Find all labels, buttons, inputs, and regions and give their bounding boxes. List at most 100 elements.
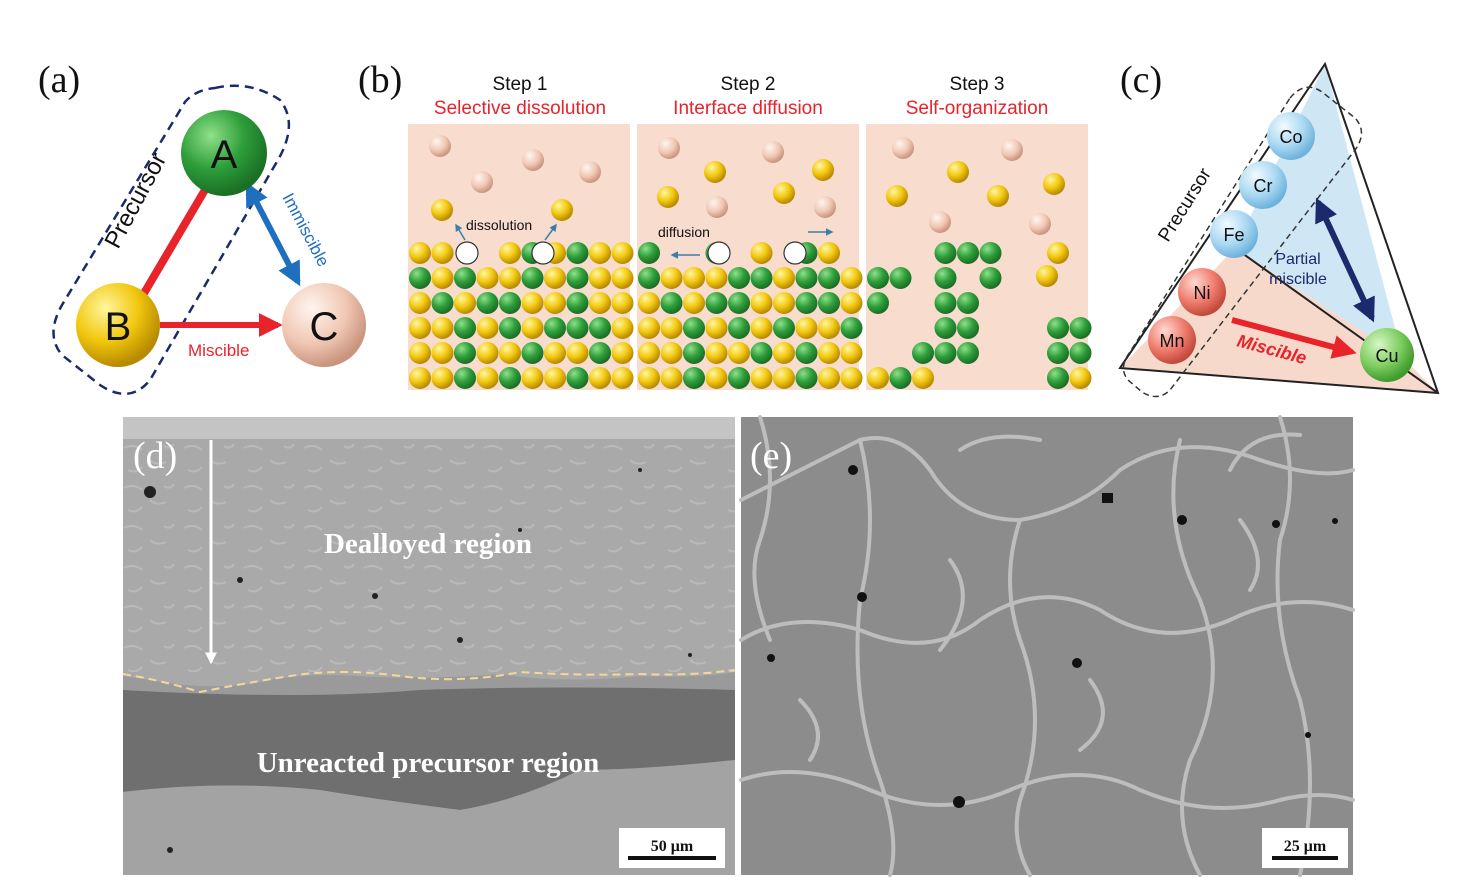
atom-yellow xyxy=(499,242,521,264)
atom-yellow xyxy=(660,267,683,289)
atom-pink xyxy=(814,196,836,218)
atom-yellow xyxy=(818,367,840,389)
atom-yellow xyxy=(409,292,431,314)
pore xyxy=(144,486,156,498)
element-ni xyxy=(1178,268,1226,316)
atom-green xyxy=(750,342,773,364)
pore xyxy=(167,847,173,853)
atom-yellow xyxy=(705,367,728,389)
atom-green xyxy=(934,292,957,314)
element-ni-label: Ni xyxy=(1194,283,1211,303)
atom-green xyxy=(476,292,499,314)
panel-e: (e) 25 μm xyxy=(739,415,1355,877)
bond-a-b xyxy=(136,175,216,303)
atom-pink xyxy=(471,171,493,193)
pore xyxy=(638,468,642,472)
atom-yellow xyxy=(1043,173,1065,195)
atom-yellow xyxy=(704,161,726,183)
dissolution-arrow xyxy=(544,223,557,241)
atom-yellow xyxy=(683,292,705,314)
diffusion-note: diffusion xyxy=(658,224,710,240)
atom-green xyxy=(957,242,979,264)
atom-pink xyxy=(522,149,544,171)
atom-green xyxy=(795,292,818,314)
atom-yellow xyxy=(476,317,499,339)
atom-yellow xyxy=(589,367,611,389)
atom-yellow xyxy=(409,317,431,339)
atom-green xyxy=(499,292,521,314)
atom-yellow xyxy=(476,267,499,289)
dissolution-note: dissolution xyxy=(466,217,532,233)
scale-label-d: 50 μm xyxy=(651,838,694,855)
immiscible-arrow xyxy=(245,181,301,287)
atom-yellow xyxy=(409,242,431,264)
atom-green xyxy=(566,292,589,314)
atom-yellow xyxy=(431,199,453,221)
element-fe xyxy=(1210,210,1258,258)
atom-yellow xyxy=(544,367,566,389)
atom-green xyxy=(660,292,683,314)
atom-green xyxy=(728,267,750,289)
unreacted-dark-band xyxy=(123,687,735,810)
atom-green xyxy=(544,317,566,339)
atom-green xyxy=(589,317,611,339)
atom-green xyxy=(867,292,889,314)
element-cu xyxy=(1360,328,1414,382)
atom-yellow xyxy=(773,342,795,364)
atom-green xyxy=(934,317,957,339)
element-mn-label: Mn xyxy=(1159,331,1184,351)
atom-green xyxy=(957,317,979,339)
atom-yellow xyxy=(611,242,634,264)
step3-subtitle: Self-organization xyxy=(906,98,1049,119)
atom-green xyxy=(934,242,957,264)
atom-green xyxy=(795,367,818,389)
atom-yellow xyxy=(521,367,544,389)
element-co xyxy=(1267,112,1315,160)
panel-b-label: (b) xyxy=(358,59,402,101)
pore xyxy=(372,593,378,599)
atom-pink xyxy=(1029,213,1051,235)
atom-green xyxy=(818,267,840,289)
panel-b: (b) Step 1 Selective dissolution Step 2 … xyxy=(358,59,1092,390)
atom-yellow xyxy=(611,342,634,364)
precursor-label-c: Precursor xyxy=(1154,164,1216,246)
atom-green xyxy=(1047,367,1069,389)
atom-yellow xyxy=(750,292,773,314)
pore xyxy=(688,653,692,657)
atom-green xyxy=(705,292,728,314)
atom-yellow xyxy=(476,367,499,389)
atom-yellow xyxy=(431,242,454,264)
atom-yellow xyxy=(476,342,499,364)
atom-yellow xyxy=(773,182,795,204)
atom-yellow xyxy=(867,367,889,389)
atom-yellow xyxy=(544,342,566,364)
atom-yellow xyxy=(521,317,544,339)
atom-yellow xyxy=(409,367,431,389)
atom-yellow xyxy=(544,292,566,314)
pore xyxy=(457,637,463,643)
element-co-label: Co xyxy=(1279,127,1302,147)
atom-pink xyxy=(706,196,728,218)
atom-yellow xyxy=(683,267,705,289)
atom-pink xyxy=(929,211,951,233)
atom-green xyxy=(773,317,795,339)
atom-yellow xyxy=(431,342,454,364)
atom-green xyxy=(683,342,705,364)
atom-yellow xyxy=(1036,265,1058,287)
panel-a-label: (a) xyxy=(38,59,80,101)
atom-yellow xyxy=(566,342,589,364)
atom-yellow xyxy=(1069,367,1092,389)
pore xyxy=(848,465,858,475)
miscible-label-a: Miscible xyxy=(188,341,249,360)
atom-green xyxy=(454,367,476,389)
atom-green xyxy=(409,267,431,289)
atom-green xyxy=(979,242,1002,264)
scale-bar-box-e xyxy=(1262,828,1348,868)
atom-green xyxy=(566,242,589,264)
step1-subtitle: Selective dissolution xyxy=(434,98,606,119)
scale-label-e: 25 μm xyxy=(1284,838,1327,855)
atom-green xyxy=(499,317,521,339)
unreacted-light-area xyxy=(123,760,735,875)
precursor-outline-a xyxy=(52,84,291,395)
atom-yellow xyxy=(773,367,795,389)
